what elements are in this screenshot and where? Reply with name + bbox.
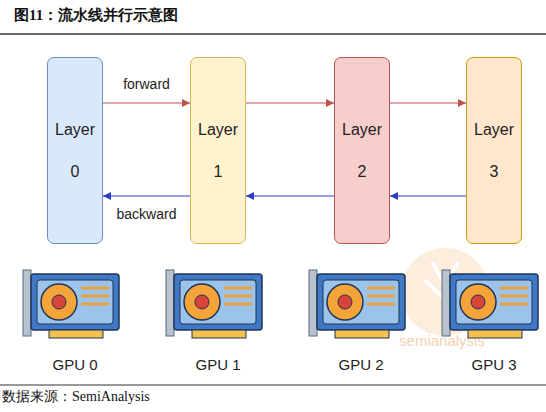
- backward-arrow: [246, 195, 334, 196]
- gpu-board: [450, 274, 538, 330]
- gpu-heat-pipes: [500, 288, 528, 304]
- gpu-heat-pipes: [367, 288, 395, 304]
- watermark-text: semianalysis: [399, 332, 485, 349]
- gpu-label: GPU 2: [338, 356, 383, 373]
- gpu-label: GPU 0: [52, 356, 97, 373]
- connector-layer: [103, 103, 466, 196]
- edge-label: forward: [123, 76, 170, 92]
- gpu-cover: [37, 280, 113, 324]
- layer-box: Layer 3: [466, 57, 522, 244]
- edge-label: backward: [117, 206, 177, 222]
- figure-title: 图11：流水线并行示意图: [14, 6, 178, 25]
- source-caption: 数据来源：SemiAnalysis: [2, 388, 150, 406]
- gpu-bracket: [442, 270, 450, 336]
- gpu-bracket: [166, 270, 174, 336]
- forward-arrow: [246, 102, 334, 103]
- gpu-connector: [335, 330, 389, 338]
- gpu-card: [309, 270, 405, 338]
- gpu-bracket: [309, 270, 317, 336]
- gpu-fan: [327, 284, 363, 320]
- layer-label: Layer 3: [467, 109, 521, 193]
- gpu-label: GPU 1: [195, 356, 240, 373]
- gpu-heat-pipes: [81, 288, 109, 304]
- layer-label: Layer 1: [191, 109, 245, 193]
- layer-label: Layer 2: [335, 109, 389, 193]
- gpu-illustrations: [23, 270, 538, 338]
- gpu-board: [317, 274, 405, 330]
- gpu-fan-hub: [471, 295, 485, 309]
- gpu-cover: [180, 280, 256, 324]
- backward-arrow: [103, 195, 190, 196]
- gpu-fan-hub: [195, 295, 209, 309]
- gpu-bracket: [23, 270, 31, 336]
- layer-box: Layer 0: [47, 57, 103, 244]
- caption-rule: [0, 385, 546, 386]
- forward-arrow: [103, 102, 190, 103]
- gpu-fan: [184, 284, 220, 320]
- gpu-board: [174, 274, 262, 330]
- forward-arrow: [390, 102, 466, 103]
- gpu-fan-hub: [52, 295, 66, 309]
- gpu-label: GPU 3: [471, 356, 516, 373]
- gpu-cover: [456, 280, 532, 324]
- gpu-connector: [49, 330, 103, 338]
- layer-box: Layer 1: [190, 57, 246, 244]
- gpu-board: [31, 274, 119, 330]
- backward-arrow: [390, 195, 466, 196]
- gpu-card: [166, 270, 262, 338]
- gpu-heat-pipes: [224, 288, 252, 304]
- gpu-cover: [323, 280, 399, 324]
- gpu-fan: [41, 284, 77, 320]
- gpu-fan-hub: [338, 295, 352, 309]
- layer-box: Layer 2: [334, 57, 390, 244]
- gpu-card: [23, 270, 119, 338]
- gpu-connector: [192, 330, 246, 338]
- gpu-fan: [460, 284, 496, 320]
- layer-label: Layer 0: [48, 109, 102, 193]
- title-rule: [0, 33, 546, 35]
- gpu-card: [442, 270, 538, 338]
